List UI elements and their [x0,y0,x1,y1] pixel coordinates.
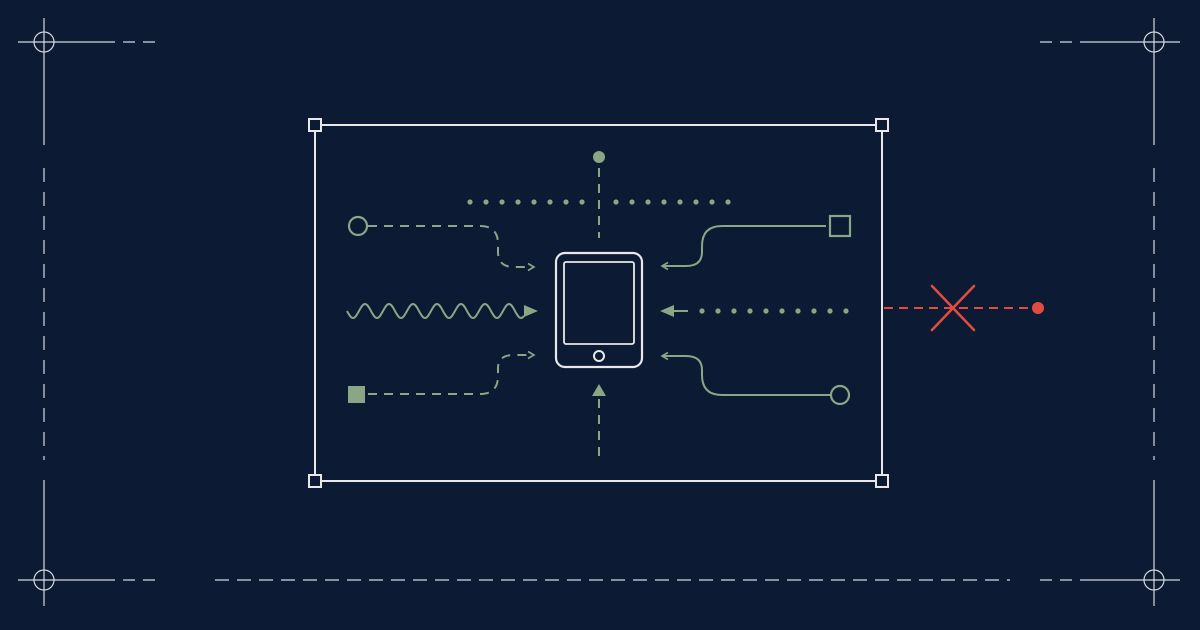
registration-guides [18,18,1180,606]
tablet-icon [554,251,644,369]
input-left-middle [346,302,538,320]
square-filled-source [348,386,365,403]
corner-handle [308,118,322,132]
crosshair-icon [1080,18,1180,145]
input-right-top [660,214,852,271]
crosshair-icon [18,480,115,606]
input-left-bottom [348,350,536,403]
corner-handle [308,474,322,488]
corner-handle [875,118,889,132]
crosshair-icon [1080,480,1180,606]
crosshair-icon [18,18,115,145]
selection-frame [308,118,889,488]
blocked-input [884,284,1044,332]
square-source [828,214,852,238]
dot-source [593,151,605,163]
input-top [593,151,605,238]
dot-source [1032,302,1044,314]
top-dotted-line [467,199,731,205]
corner-handle [875,474,889,488]
input-right-bottom [660,351,851,406]
input-right-middle [660,305,849,317]
circle-source [829,384,851,406]
x-mark-icon [930,284,976,332]
input-left-top [347,215,536,272]
circle-source [347,215,369,237]
input-bottom [592,384,606,456]
